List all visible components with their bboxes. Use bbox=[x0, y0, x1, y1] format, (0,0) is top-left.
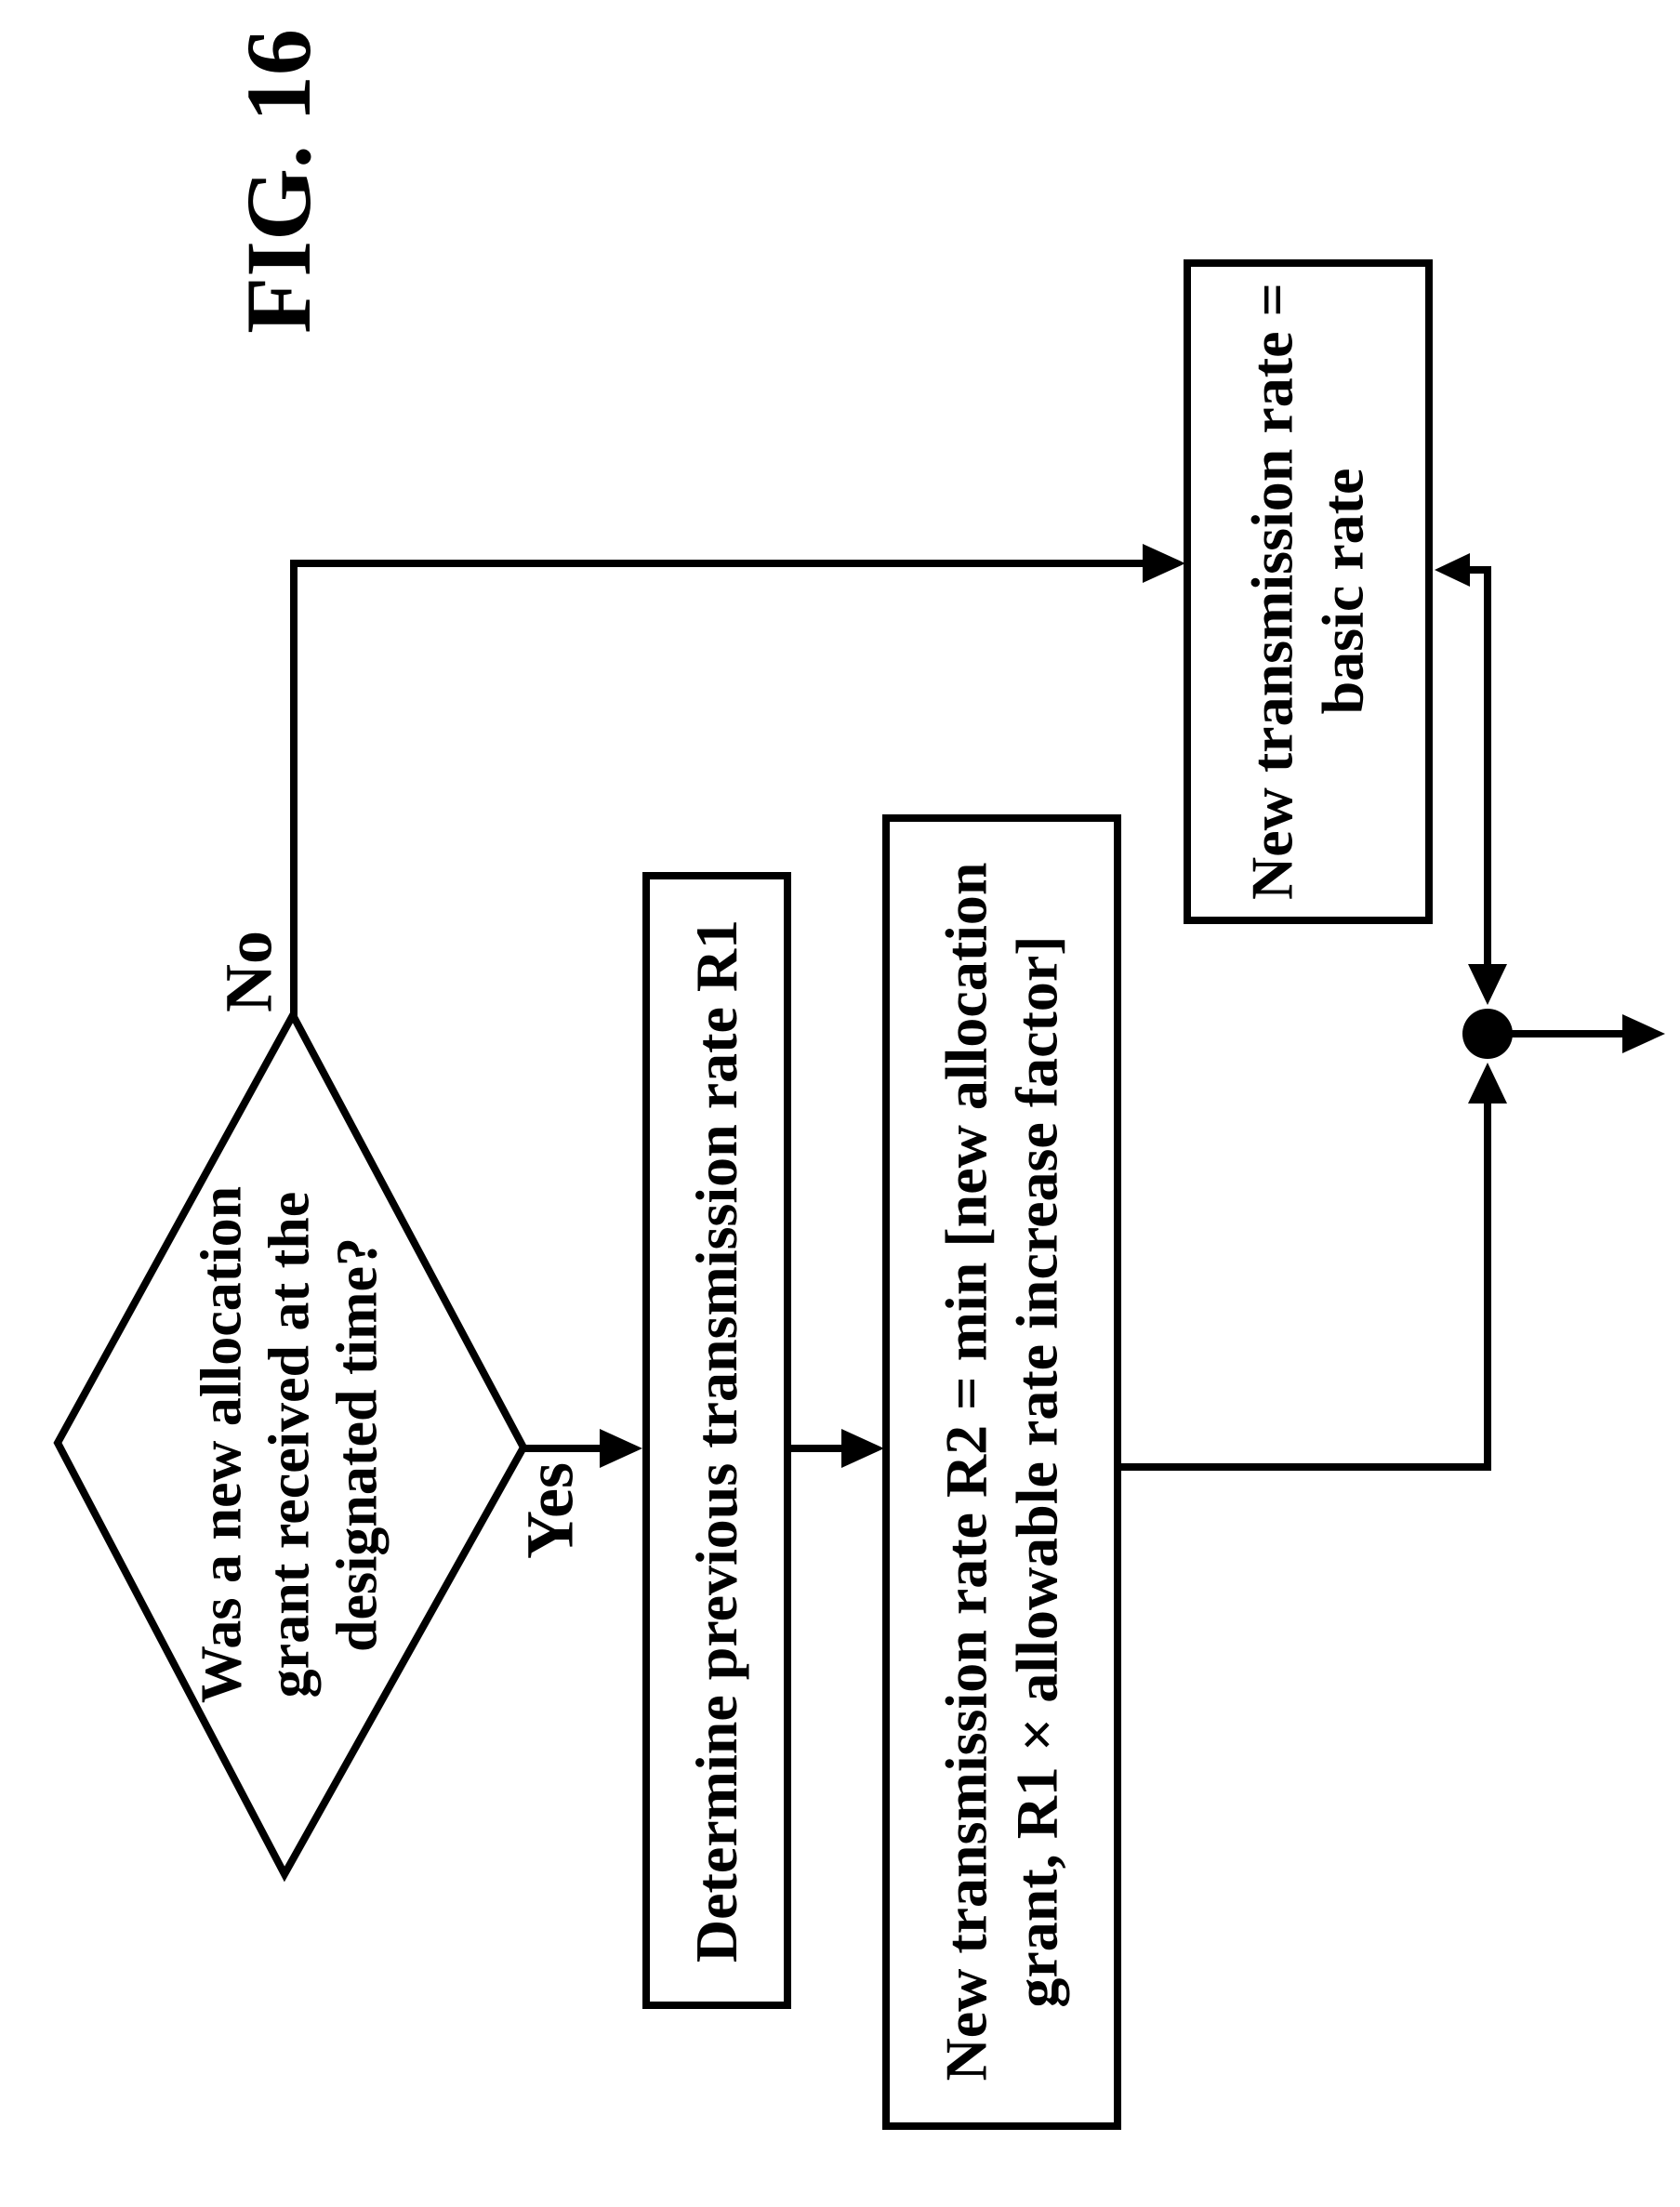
determine-r1-box-text: Determine previous transmission rate R1 bbox=[683, 918, 750, 1963]
new-rate-r2-box-shape bbox=[882, 814, 1121, 2130]
no-path-arrowhead-icon bbox=[1143, 544, 1185, 583]
new-rate-r2-box-text: New transmission rate R2 = min [new allo… bbox=[931, 826, 1071, 2118]
decision-diamond-shape bbox=[53, 1007, 528, 1883]
r1-to-r2-arrowhead-icon bbox=[841, 1429, 884, 1468]
no-path-line bbox=[290, 560, 1148, 1016]
r2-line-1: New transmission rate R2 = min [new allo… bbox=[933, 862, 999, 2081]
basic-rate-box-text: New transmission rate = basic rate bbox=[1237, 271, 1377, 912]
dot-bottom-arrowhead-icon bbox=[1468, 1063, 1507, 1104]
no-branch-label: No bbox=[211, 931, 286, 1012]
basic-rate-to-dot-line bbox=[1465, 566, 1491, 969]
decision-diamond-text: Was a new allocation grant received at t… bbox=[188, 1064, 391, 1826]
figure-label: FIG. 16 bbox=[224, 0, 334, 386]
decision-line-3: designated time? bbox=[325, 1236, 390, 1653]
determine-r1-box-shape bbox=[642, 872, 791, 2009]
basic-rate-edge-arrowhead-icon bbox=[1435, 553, 1470, 587]
decision-line-2: grant received at the bbox=[258, 1191, 322, 1698]
r2-to-dot-line bbox=[1118, 1100, 1491, 1471]
dot-top-arrowhead-icon bbox=[1468, 964, 1507, 1005]
figure-label-text: FIG. 16 bbox=[227, 29, 330, 334]
basic-rate-line-1: New transmission rate = bbox=[1238, 283, 1305, 900]
yes-path-arrowhead-icon bbox=[600, 1429, 642, 1468]
decision-line-1: Was a new allocation bbox=[190, 1185, 254, 1704]
yes-branch-label: Yes bbox=[512, 1462, 588, 1559]
exit-arrowhead-icon bbox=[1622, 1014, 1665, 1053]
basic-rate-box-shape bbox=[1184, 259, 1433, 924]
merge-dot-icon bbox=[1462, 1009, 1513, 1059]
basic-rate-line-2: basic rate bbox=[1309, 468, 1375, 715]
r2-line-2: grant, R1 × allowable rate increase fact… bbox=[1003, 935, 1069, 2008]
